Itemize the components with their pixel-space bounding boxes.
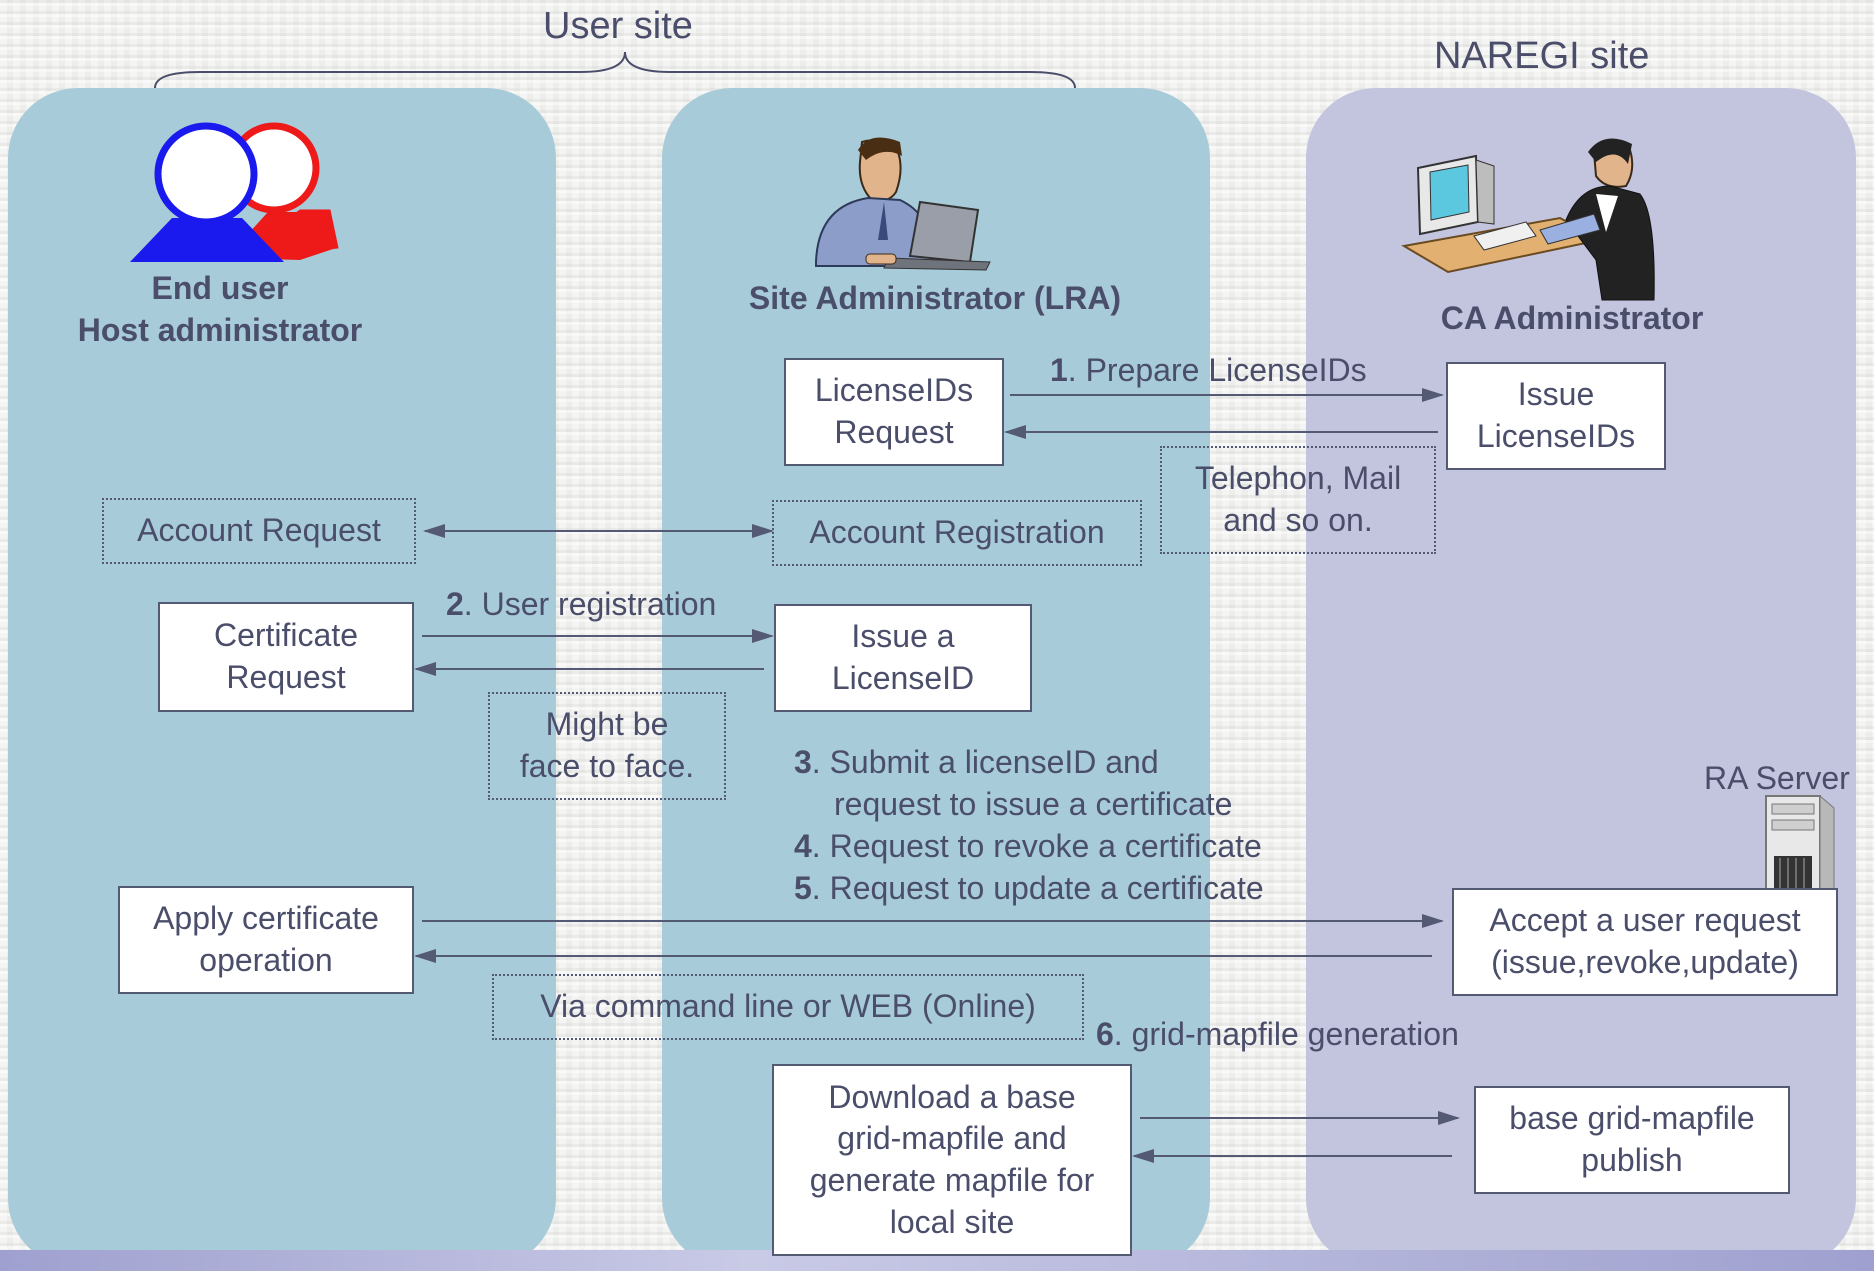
box-line: Telephon, Mail <box>1194 460 1402 497</box>
download-base-gridmap-box: Download a base grid-mapfile and generat… <box>772 1064 1132 1256</box>
via-command-line-note: Via command line or WEB (Online) <box>492 974 1084 1040</box>
step-3-label: 3. Submit a licenseID and request to iss… <box>794 742 1232 825</box>
step-3-text-2: request to issue a certificate <box>834 785 1233 822</box>
account-request-box: Account Request <box>102 498 416 564</box>
step-5-text: . Request to update a certificate <box>811 870 1264 906</box>
box-line: Request <box>834 414 954 450</box>
step-3-number: 3 <box>794 744 812 780</box>
box-line: Request <box>226 659 346 695</box>
step-2-label: 2. User registration <box>446 584 716 626</box>
step-5-number: 5 <box>794 870 812 906</box>
users-icon <box>130 122 339 262</box>
user-site-brace <box>154 51 1076 89</box>
step-6-number: 6 <box>1096 1016 1114 1052</box>
step-6-label: 6. grid-mapfile generation <box>1096 1014 1459 1056</box>
box-line: local site <box>889 1203 1015 1240</box>
step-4-text: . Request to revoke a certificate <box>811 828 1262 864</box>
naregi-site-label: NAREGI site <box>1434 35 1650 77</box>
box-line: Issue a <box>851 618 955 655</box>
box-line: Accept a user request <box>1489 902 1801 939</box>
bottom-bar <box>0 1250 1874 1271</box>
box-line: grid-mapfile and <box>837 1120 1067 1157</box>
ra-server-label: RA Server <box>1704 760 1850 796</box>
box-line: face to face. <box>519 748 695 784</box>
box-line: and so on. <box>1223 502 1373 538</box>
host-admin-label: Host administrator <box>77 311 363 348</box>
step-1-number: 1 <box>1050 352 1068 388</box>
box-line: operation <box>199 942 333 978</box>
box-line: LicenseIDs <box>1476 418 1636 454</box>
face-to-face-note: Might be face to face. <box>488 692 726 800</box>
step-2-number: 2 <box>446 586 464 622</box>
step-1-text: . Prepare LicenseIDs <box>1067 352 1367 388</box>
role-end-user: End user Host administrator <box>40 268 400 351</box>
box-line: Issue <box>1517 376 1595 413</box>
account-registration-box: Account Registration <box>772 500 1142 566</box>
accept-user-request-box: Accept a user request (issue,revoke,upda… <box>1452 888 1838 996</box>
box-line: Account Request <box>137 512 381 549</box>
step-4-number: 4 <box>794 828 812 864</box>
role-ca-admin: CA Administrator <box>1412 298 1732 340</box>
licenseids-request-box: LicenseIDs Request <box>784 358 1004 466</box>
step-1-label: 1. Prepare LicenseIDs <box>1050 350 1367 392</box>
box-line: LicenseID <box>831 660 975 696</box>
ca-admin-label: CA Administrator <box>1440 300 1704 336</box>
end-user-label: End user <box>151 270 289 306</box>
apply-cert-operation-box: Apply certificate operation <box>118 886 414 994</box>
box-line: Might be <box>545 706 669 743</box>
step-2-text: . User registration <box>463 586 717 622</box>
box-line: LicenseIDs <box>814 372 974 409</box>
issue-licenseids-box: Issue LicenseIDs <box>1446 362 1666 470</box>
box-line: Apply certificate <box>153 900 379 937</box>
box-line: Download a base <box>828 1078 1076 1115</box>
lane-naregi <box>1306 88 1856 1268</box>
step-3-text: . Submit a licenseID and <box>811 744 1159 780</box>
step-5-label: 5. Request to update a certificate <box>794 868 1264 910</box>
box-line: publish <box>1581 1142 1683 1178</box>
telephon-mail-note: Telephon, Mail and so on. <box>1160 446 1436 554</box>
issue-licenseid-box: Issue a LicenseID <box>774 604 1032 712</box>
certificate-request-box: Certificate Request <box>158 602 414 712</box>
box-line: (issue,revoke,update) <box>1491 944 1799 980</box>
user-site-label: User site <box>543 5 693 47</box>
box-line: Certificate <box>213 617 359 654</box>
base-gridmap-publish-box: base grid-mapfile publish <box>1474 1086 1790 1194</box>
admin-desktop-icon <box>1401 138 1655 301</box>
box-line: Account Registration <box>809 514 1105 551</box>
site-admin-label: Site Administrator (LRA) <box>748 280 1122 316</box>
admin-laptop-icon <box>815 137 991 271</box>
box-line: generate mapfile for <box>809 1162 1095 1198</box>
role-site-admin: Site Administrator (LRA) <box>720 278 1150 320</box>
box-line: base grid-mapfile <box>1509 1100 1755 1137</box>
step-4-label: 4. Request to revoke a certificate <box>794 826 1262 868</box>
step-6-text: . grid-mapfile generation <box>1113 1016 1459 1052</box>
box-line: Via command line or WEB (Online) <box>540 988 1036 1025</box>
